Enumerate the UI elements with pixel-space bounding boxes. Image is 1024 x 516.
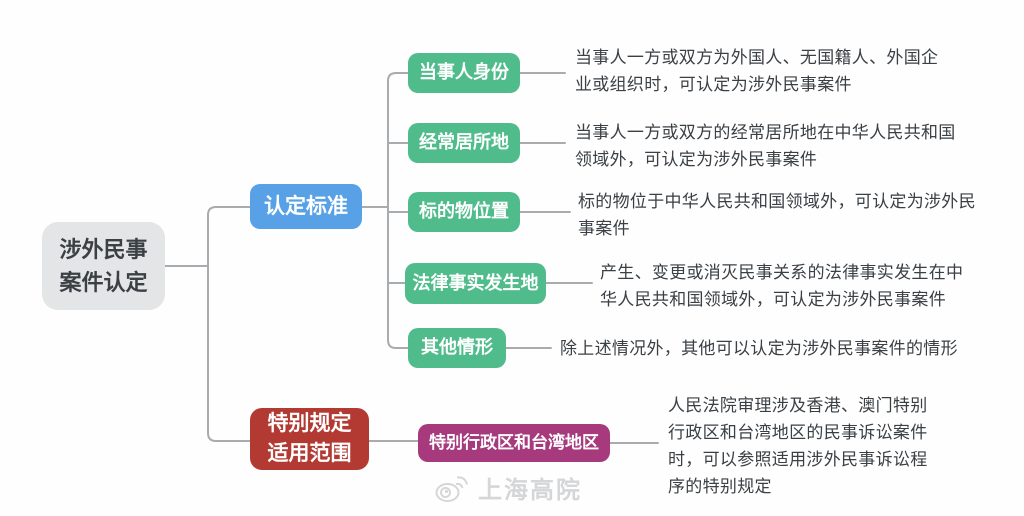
annotation-sar-taiwan: 人民法院审理涉及香港、澳门特别 行政区和台湾地区的民事诉讼案件 时，可以参照适用… (668, 396, 928, 496)
root-node-case-determination: 涉外民事 案件认定 (42, 222, 165, 310)
child-node-party-identity: 当事人身份 (408, 53, 520, 93)
annotation-party-identity: 当事人一方或双方为外国人、无国籍人、外国企 业或组织时，可认定为涉外民事案件 (575, 48, 939, 94)
annotation-legal-fact-place: 产生、变更或消灭民事关系的法律事实发生在中 华人民共和国领域外，可认定为涉外民事… (600, 263, 964, 309)
child-node-sar-taiwan: 特别行政区和台湾地区 (418, 424, 610, 462)
watermark: 上海高院 (434, 470, 582, 505)
watermark-label: 上海高院 (478, 477, 582, 504)
branch-node-criteria: 认定标准 (250, 184, 362, 229)
annotation-habitual-residence: 当事人一方或双方的经常居所地在中华人民共和国 领域外，可认定为涉外民事案件 (575, 123, 956, 169)
branch-node-special-provisions: 特别规定 适用范围 (250, 408, 369, 470)
child-node-legal-fact-place: 法律事实发生地 (405, 263, 546, 304)
annotation-other-circumstances: 除上述情况外，其他可以认定为涉外民事案件的情形 (560, 339, 958, 358)
child-node-other-circumstances: 其他情形 (408, 328, 506, 368)
child-node-subject-matter-location: 标的物位置 (408, 192, 520, 232)
annotation-subject-matter-location: 标的物位于中华人民共和国领域外，可认定为涉外民 事案件 (578, 192, 976, 238)
weibo-icon (435, 475, 468, 502)
child-node-habitual-residence: 经常居所地 (408, 123, 520, 163)
